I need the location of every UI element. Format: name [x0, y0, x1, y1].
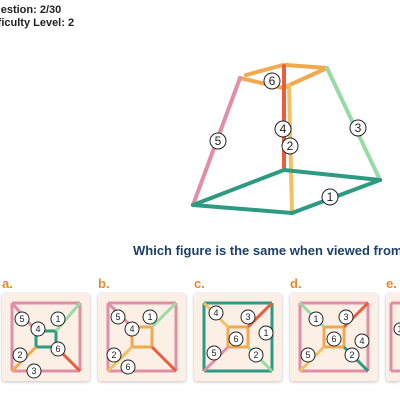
svg-text:6: 6	[55, 344, 60, 354]
svg-text:3: 3	[245, 312, 250, 322]
svg-text:3: 3	[355, 121, 362, 135]
option-d-card[interactable]: 1 3 6 4 5 2	[290, 293, 378, 381]
question-counter: uestion: 2/30	[0, 4, 62, 16]
svg-text:4: 4	[280, 122, 287, 136]
edge-label-2: 2	[281, 137, 299, 155]
edge-top-r2	[284, 63, 329, 70]
difficulty-level: fficulty Level: 2	[0, 17, 75, 29]
svg-text:3: 3	[343, 312, 348, 322]
option-b-card[interactable]: 5 4 1 2 6	[98, 293, 186, 381]
svg-text:6: 6	[233, 334, 238, 344]
edge-label-3: 3	[349, 119, 367, 137]
svg-text:6: 6	[331, 334, 336, 344]
svg-text:6: 6	[269, 74, 276, 88]
edge-bottom-back	[191, 203, 294, 215]
svg-text:5: 5	[215, 134, 222, 148]
edge-label-5: 5	[209, 132, 227, 150]
svg-text:5: 5	[115, 312, 120, 322]
edge-bottom-right	[282, 168, 382, 182]
svg-text:5: 5	[19, 314, 24, 324]
svg-text:1: 1	[263, 328, 268, 338]
edge-label-6: 6	[263, 72, 281, 90]
edge-bottom-left	[191, 168, 286, 207]
svg-text:1: 1	[397, 324, 400, 334]
option-e-label: e.	[386, 276, 397, 291]
svg-text:4: 4	[359, 336, 364, 346]
svg-text:5: 5	[305, 350, 310, 360]
option-c-label: c.	[194, 276, 205, 291]
edge-top-back	[244, 63, 285, 77]
svg-text:2: 2	[287, 139, 294, 153]
svg-text:4: 4	[213, 308, 218, 318]
svg-text:4: 4	[35, 324, 40, 334]
frustum-figure: 6 5 4 2 3 1	[191, 63, 382, 215]
svg-text:2: 2	[253, 350, 258, 360]
svg-text:1: 1	[55, 314, 60, 324]
edge-label-4: 4	[274, 120, 292, 138]
svg-text:2: 2	[349, 350, 354, 360]
svg-text:1: 1	[313, 314, 318, 324]
option-e-card[interactable]: 1	[386, 293, 400, 381]
svg-text:1: 1	[147, 312, 152, 322]
svg-text:1: 1	[327, 190, 334, 204]
question-prompt: Which figure is the same when viewed fro…	[133, 243, 400, 258]
option-d-label: d.	[290, 276, 302, 291]
svg-text:3: 3	[31, 366, 36, 376]
edge-label-1: 1	[321, 188, 339, 206]
svg-text:2: 2	[111, 350, 116, 360]
svg-text:5: 5	[211, 348, 216, 358]
option-b-label: b.	[98, 276, 110, 291]
option-a-label: a.	[2, 276, 13, 291]
svg-text:6: 6	[125, 362, 130, 372]
svg-text:2: 2	[17, 350, 22, 360]
svg-text:4: 4	[129, 324, 134, 334]
option-a-card[interactable]: 5 4 1 2 6 3	[2, 293, 90, 381]
option-c-card[interactable]: 4 3 1 6 5 2	[194, 293, 282, 381]
